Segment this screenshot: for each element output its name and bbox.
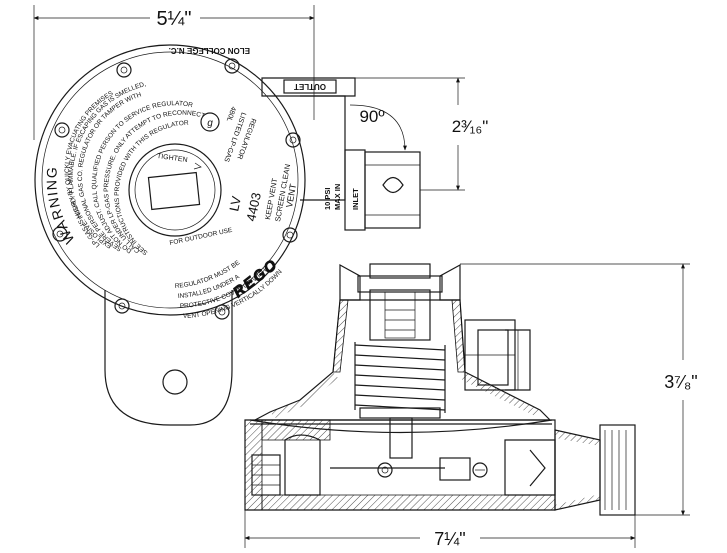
dimension-width-top-label: 5¼" bbox=[157, 8, 192, 30]
dimension-width-bottom: 7¼" bbox=[244, 510, 636, 549]
outlet-label: OUTLET bbox=[294, 82, 326, 91]
adjusting-cap: TIGHTEN bbox=[128, 143, 222, 237]
regulator-section-view bbox=[244, 263, 636, 516]
max-in-label: MAX IN bbox=[333, 184, 342, 210]
regulator-top-view: OUTLET 90º INLET 10 PSI MAX IN 2³⁄₁₆" EL… bbox=[34, 44, 489, 426]
dimension-width-top: 5¼" bbox=[33, 5, 315, 140]
model-prefix: LV bbox=[226, 195, 244, 213]
vent-note-3: VENT bbox=[284, 182, 298, 208]
model-number: 4403 bbox=[243, 191, 264, 222]
angle-label: 90º bbox=[359, 107, 384, 126]
dimension-height-side-label: 2³⁄₁₆" bbox=[452, 117, 489, 136]
mounting-hole bbox=[162, 369, 188, 395]
inlet-fitting: INLET 10 PSI MAX IN bbox=[323, 149, 421, 231]
regulator-spring bbox=[354, 342, 446, 413]
pressure-label: 10 PSI bbox=[323, 187, 332, 210]
dimension-width-bottom-label: 7¼" bbox=[434, 529, 465, 549]
regulator-listing-3: 480L bbox=[225, 105, 237, 122]
dimension-height-bottom-label: 3⁷⁄₈" bbox=[664, 372, 697, 392]
svg-text:g: g bbox=[207, 118, 213, 129]
inlet-label: INLET bbox=[351, 188, 360, 210]
dimension-height-bottom: 3⁷⁄₈" bbox=[460, 263, 698, 516]
dimension-height-side: 2³⁄₁₆" bbox=[355, 77, 489, 191]
tighten-label: TIGHTEN bbox=[157, 153, 188, 164]
bolt-holes bbox=[52, 58, 301, 320]
manufacturer-line: ELON COLLEGE N.C. bbox=[169, 46, 250, 55]
